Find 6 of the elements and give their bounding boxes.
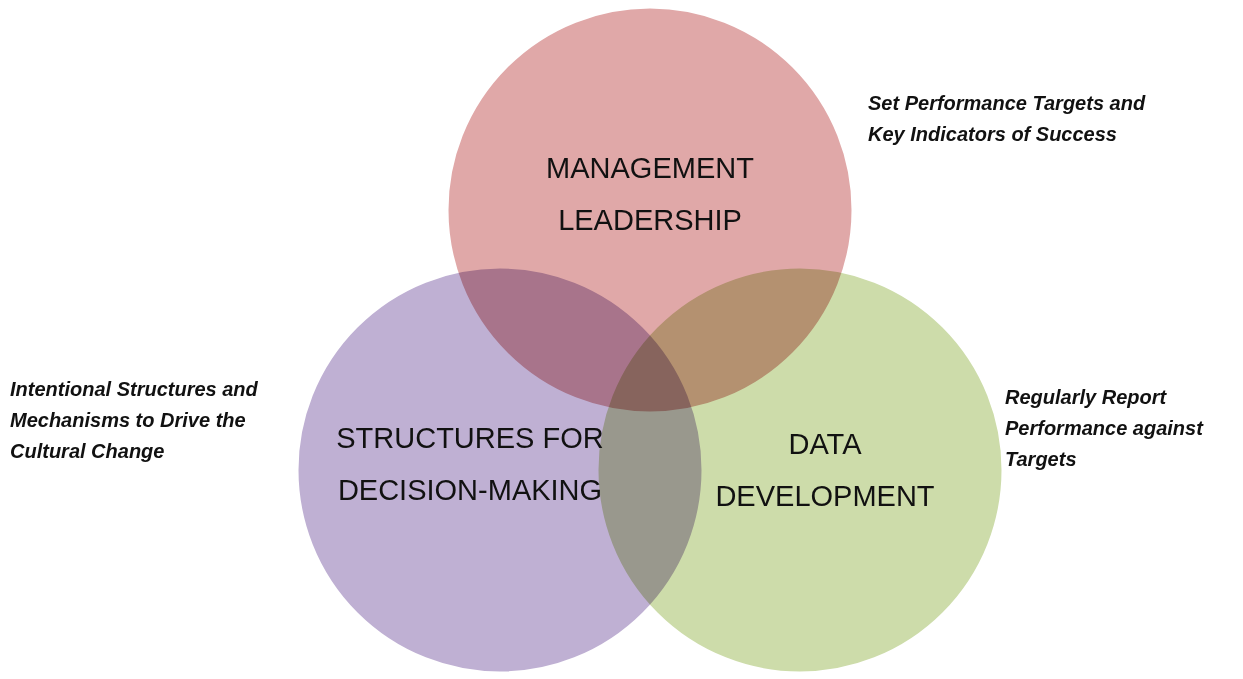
circle-title: STRUCTURES FOR DECISION-MAKING <box>335 421 605 508</box>
description-text: Set Performance Targets and Key Indicators of Success <box>868 91 1147 147</box>
description-text: Intentional Structures and Mechanisms to Drive the Cultural Change <box>10 377 259 464</box>
circle-title: MANAGEMENT LEADERSHIP <box>545 151 755 238</box>
circle-title: DATA DEVELOPMENT <box>714 427 936 514</box>
description-text: Regularly Report Performance against Targets <box>1005 385 1205 472</box>
